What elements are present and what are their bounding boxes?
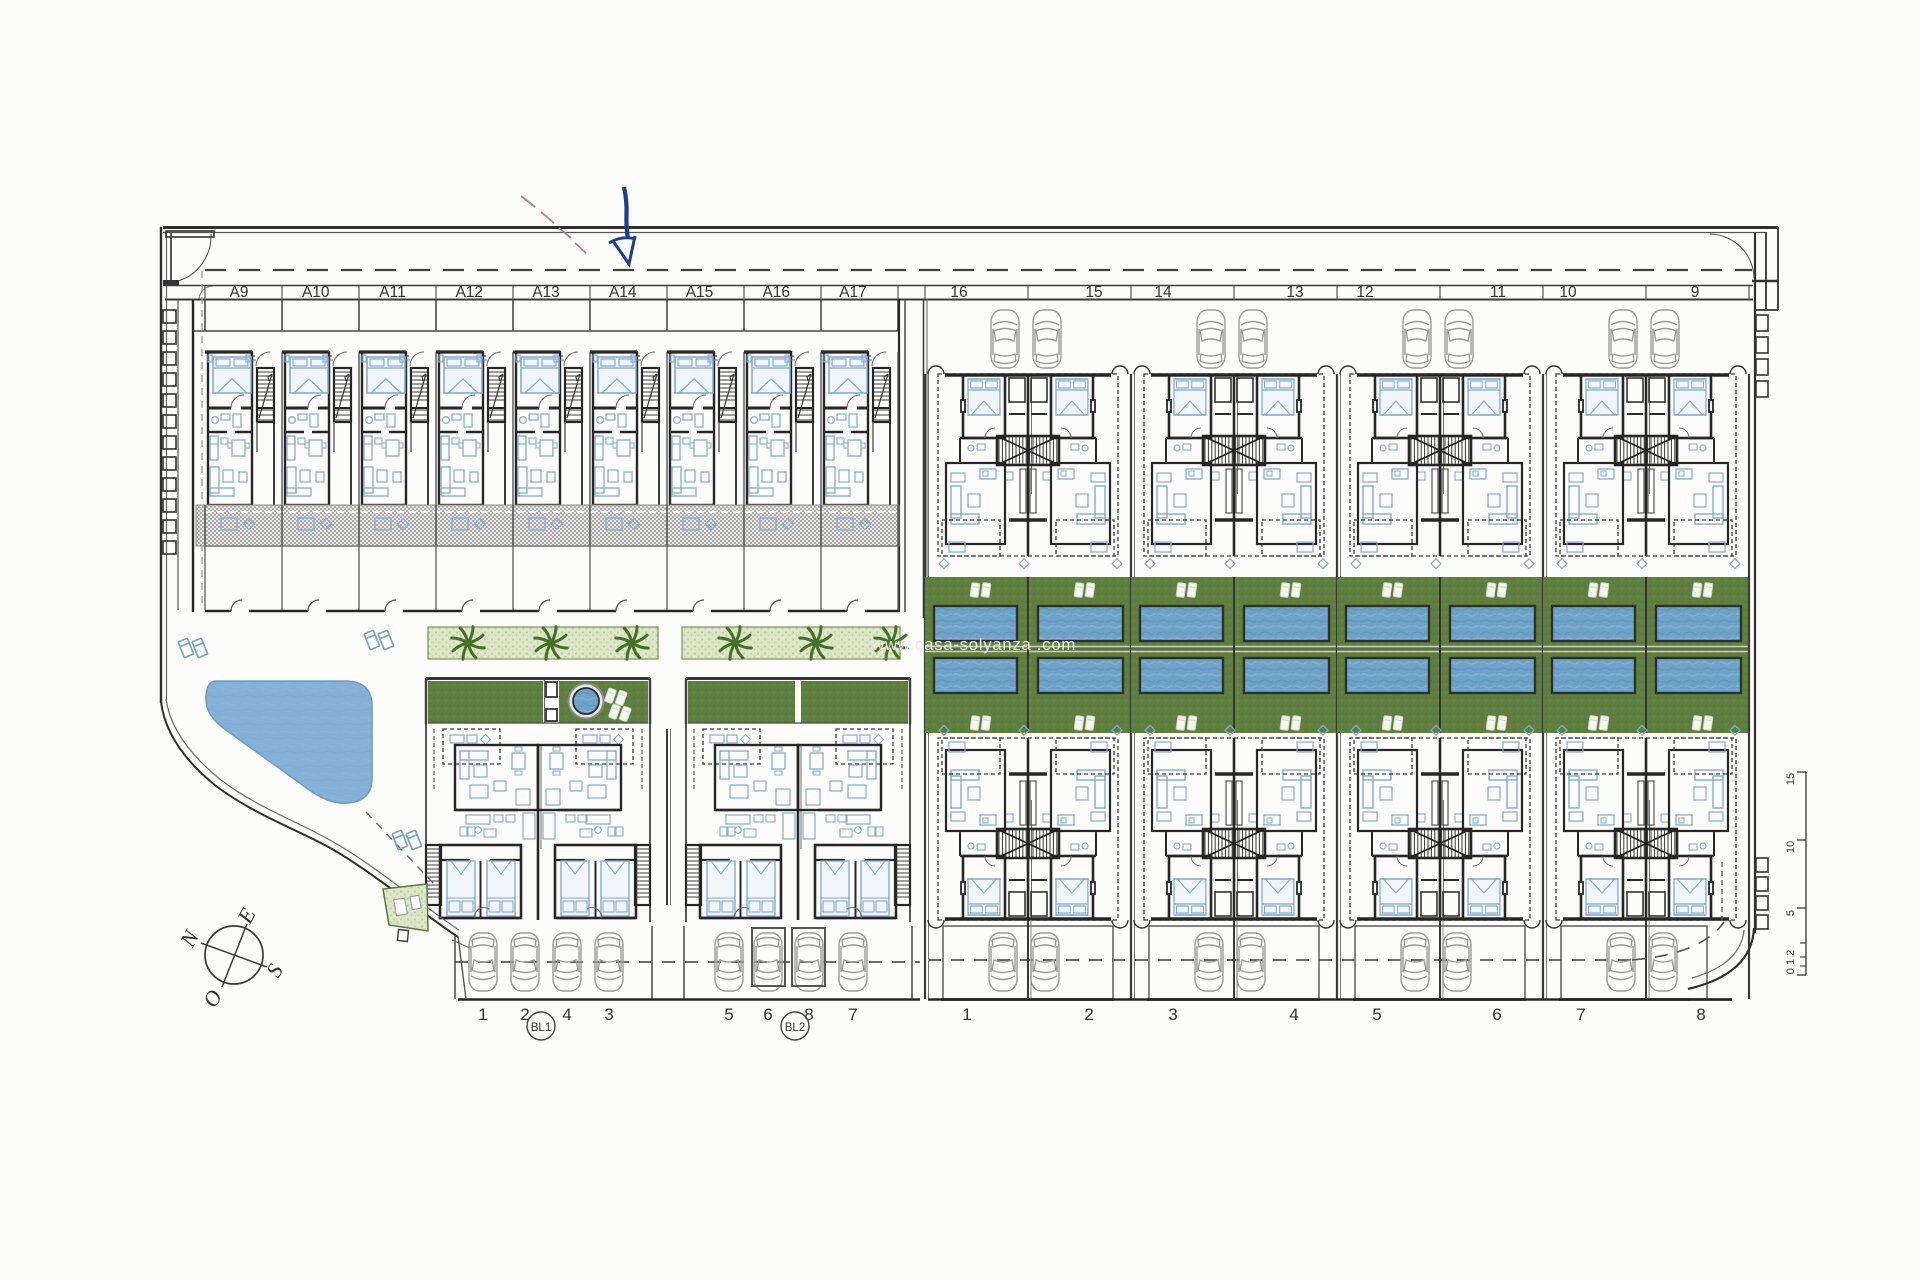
svg-text:A13: A13 [532,284,560,301]
svg-text:3: 3 [604,1005,613,1024]
svg-text:2: 2 [1084,1005,1093,1024]
svg-text:BL2: BL2 [785,1022,805,1034]
svg-text:1: 1 [962,1005,971,1024]
svg-text:15: 15 [1785,773,1797,785]
svg-text:6: 6 [1492,1005,1501,1024]
svg-text:11: 11 [1490,284,1506,301]
svg-text:A11: A11 [379,284,405,301]
svg-text:A15: A15 [686,284,714,301]
svg-text:6: 6 [763,1005,772,1024]
svg-text:10: 10 [1559,284,1577,301]
svg-text:13: 13 [1286,284,1303,301]
svg-text:14: 14 [1154,284,1172,301]
svg-text:BL1: BL1 [531,1022,551,1034]
svg-text:9: 9 [1691,284,1700,301]
svg-text:4: 4 [562,1005,571,1024]
svg-text:0 1 2: 0 1 2 [1785,950,1797,974]
svg-text:15: 15 [1085,284,1102,301]
svg-text:10: 10 [1785,841,1797,853]
svg-text:A9: A9 [230,284,249,301]
svg-text:7: 7 [1576,1005,1585,1024]
svg-text:A16: A16 [762,284,790,301]
svg-text:A14: A14 [609,284,637,301]
svg-text:4: 4 [1289,1005,1298,1024]
svg-text:2: 2 [520,1005,529,1024]
svg-text:5: 5 [1785,910,1797,916]
svg-text:5: 5 [724,1005,733,1024]
svg-text:A12: A12 [455,284,483,301]
svg-text:5: 5 [1372,1005,1381,1024]
svg-text:1: 1 [478,1005,487,1024]
svg-text:8: 8 [804,1005,813,1024]
svg-text:A17: A17 [839,284,867,301]
svg-text:7: 7 [848,1005,857,1024]
svg-text:A10: A10 [302,284,330,301]
svg-text:www.casa-solyanza .com: www.casa-solyanza .com [871,635,1076,654]
svg-text:16: 16 [950,284,967,301]
svg-text:8: 8 [1696,1005,1705,1024]
svg-text:3: 3 [1168,1005,1177,1024]
svg-text:12: 12 [1356,284,1373,301]
